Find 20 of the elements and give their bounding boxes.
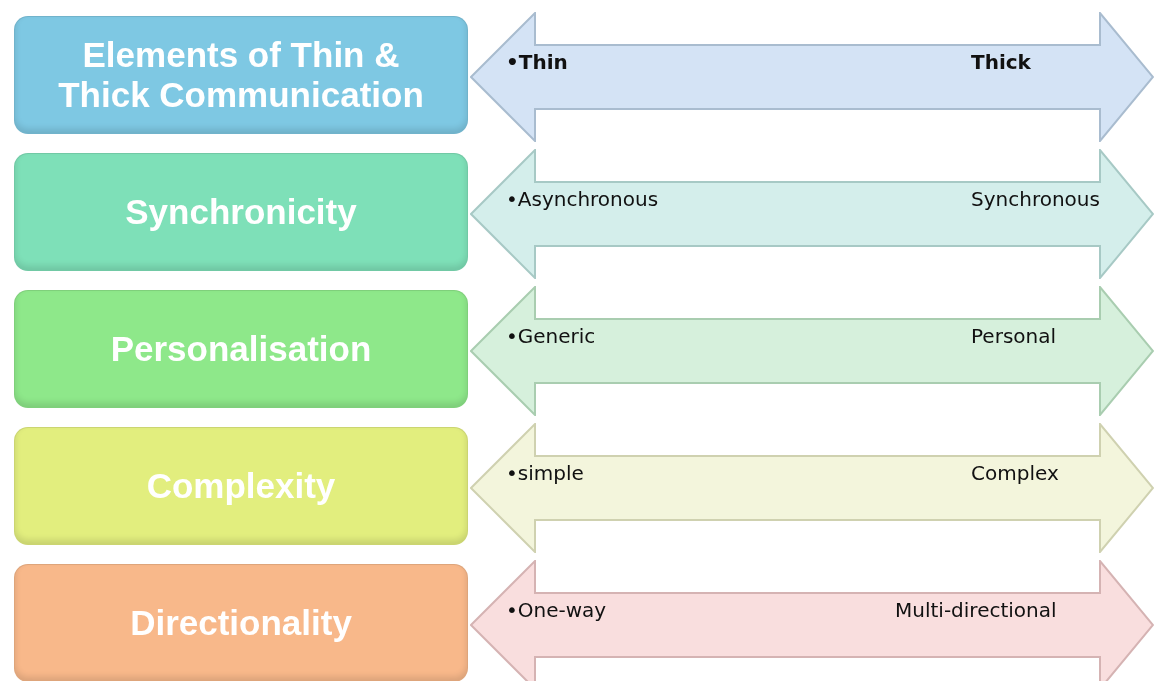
scale-end-label: Multi-directional	[895, 598, 1057, 622]
scale-end-label: Synchronous	[971, 187, 1100, 211]
scale-end-label: Personal	[971, 324, 1057, 348]
category-box: Elements of Thin & Thick Communication	[14, 16, 468, 134]
scale-band	[470, 149, 1154, 279]
scale-start-label: •One-way	[506, 598, 607, 622]
scale-start-label: •simple	[506, 461, 584, 485]
scale-start-label: •Asynchronous	[506, 187, 659, 211]
category-box: Synchronicity	[14, 153, 468, 271]
scale-band	[470, 286, 1154, 416]
scale-band	[470, 12, 1154, 142]
scale-end-label: Complex	[971, 461, 1059, 485]
category-box: Directionality	[14, 564, 468, 681]
category-box: Personalisation	[14, 290, 468, 408]
scale-start-label: •Thin	[506, 50, 568, 74]
scale-band	[470, 560, 1154, 681]
scale-band	[470, 423, 1154, 553]
scale-start-label: •Generic	[506, 324, 596, 348]
category-box: Complexity	[14, 427, 468, 545]
scale-end-label: Thick	[971, 50, 1031, 74]
